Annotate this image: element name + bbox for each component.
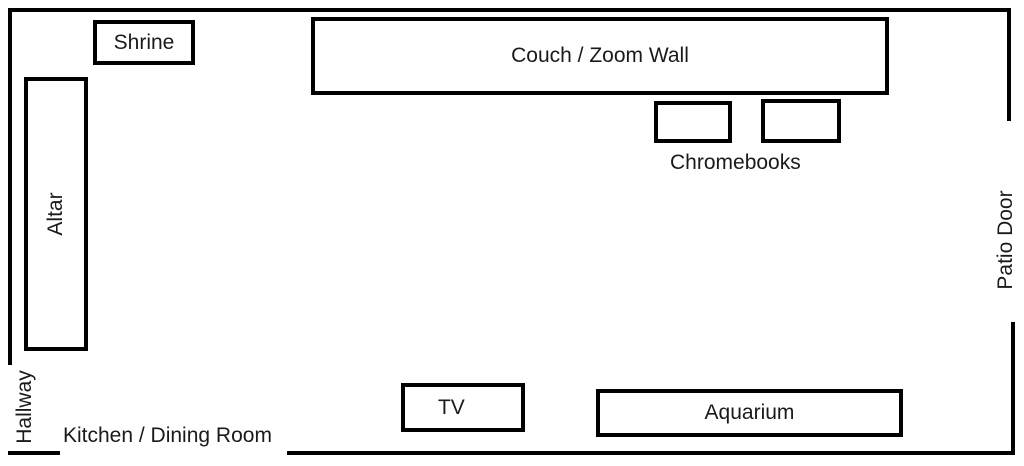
patio-door-label-wrap: Patio Door	[986, 170, 1024, 310]
hallway-label-wrap: Hallway	[6, 362, 44, 452]
kitchen-dining-room-label: Kitchen / Dining Room	[63, 424, 272, 447]
right-wall-lower	[1011, 322, 1015, 455]
chromebook-2	[761, 99, 841, 143]
top-wall	[8, 8, 1011, 12]
hallway-label: Hallway	[13, 370, 36, 444]
couch-zoom-wall-box: Couch / Zoom Wall	[311, 17, 889, 95]
tv-box: TV	[401, 383, 525, 432]
right-wall-upper	[1007, 8, 1011, 121]
shrine-label: Shrine	[113, 30, 175, 54]
altar-label: Altar	[44, 192, 67, 236]
couch-zoom-wall-label: Couch / Zoom Wall	[511, 44, 689, 67]
aquarium-box: Aquarium	[596, 389, 903, 437]
chromebooks-label: Chromebooks	[670, 151, 801, 174]
left-wall	[8, 8, 12, 365]
bottom-wall	[287, 451, 1015, 455]
patio-door-label: Patio Door	[994, 190, 1017, 290]
bottom-left-wall-segment	[8, 451, 60, 455]
shrine-box: Shrine	[93, 20, 195, 65]
aquarium-label: Aquarium	[704, 401, 795, 424]
tv-label: TV	[437, 395, 465, 419]
chromebook-1	[654, 101, 732, 143]
altar-box: Altar	[24, 77, 88, 351]
